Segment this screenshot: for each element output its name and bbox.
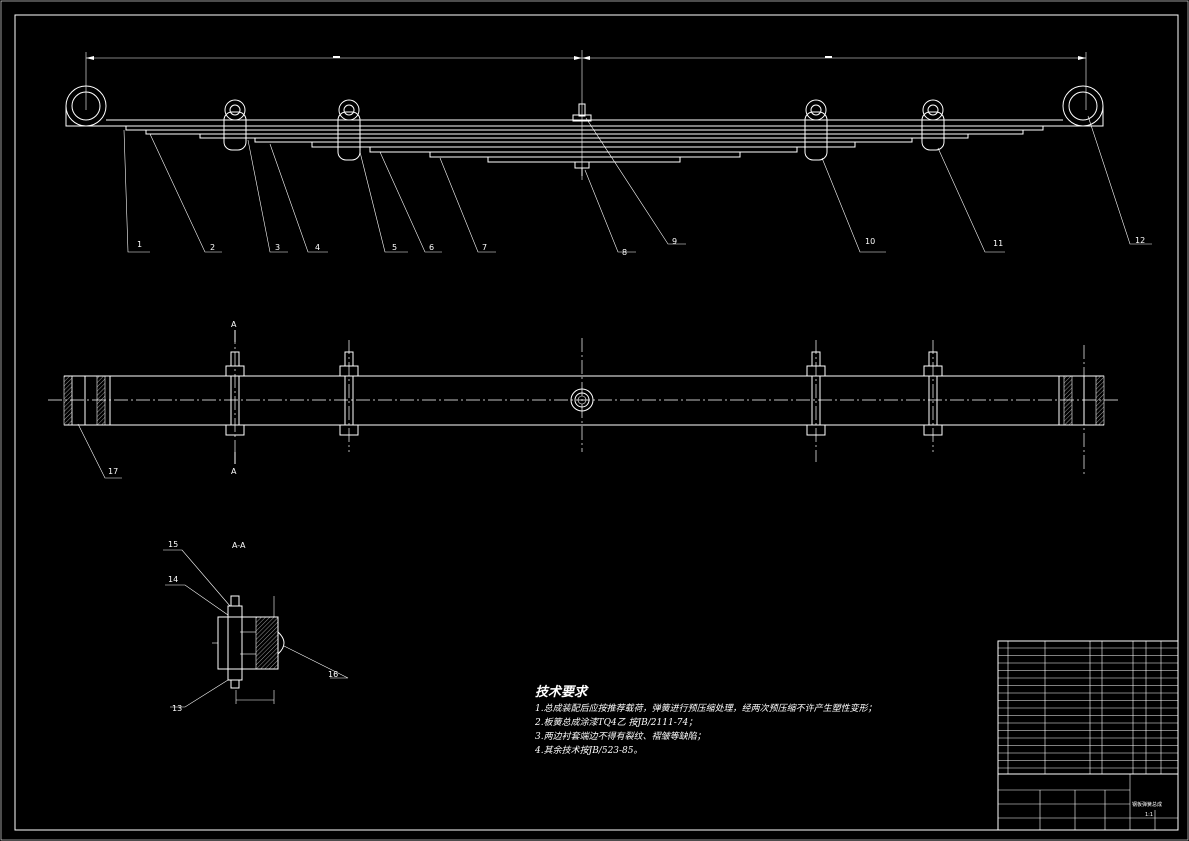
tech-note-3: 3.两边衬套端边不得有裂纹、褶皱等缺陷； xyxy=(535,731,706,742)
callout-14: 14 xyxy=(168,575,178,584)
tech-note-1: 1.总成装配后应按推荐载荷，弹簧进行预压缩处理，经两次预压缩不许产生塑性变形； xyxy=(535,703,877,714)
tech-note-4: 4.其余技术按JB/523-85。 xyxy=(534,745,643,756)
drawing-scale: 1:1 xyxy=(1145,812,1153,818)
drawing-title: 钢板弹簧总成 xyxy=(1132,801,1162,808)
spring-leaves xyxy=(106,119,1063,163)
callout-9: 9 xyxy=(672,237,677,246)
callout-1: 1 xyxy=(137,240,142,249)
section-marker-top: A xyxy=(231,320,237,329)
inner-frame xyxy=(14,14,1179,831)
tech-note-2: 2.板簧总成涂漆TQ4乙 按JB/2111-74； xyxy=(534,717,697,728)
title-block: 钢板弹簧总成 1:1 xyxy=(997,773,1179,831)
rebound-clip-2 xyxy=(337,99,361,161)
left-spring-eye xyxy=(65,85,107,127)
callout-16: 16 xyxy=(328,670,338,679)
plan-clip-2 xyxy=(339,340,359,452)
technical-requirements: 技术要求 1.总成装配后应按推荐载荷，弹簧进行预压缩处理，经两次预压缩不许产生塑… xyxy=(534,684,877,756)
section-title: A-A xyxy=(232,541,246,550)
plan-clip-1 xyxy=(225,330,245,462)
callout-6: 6 xyxy=(429,243,434,252)
callout-11: 11 xyxy=(993,239,1003,248)
callout-13: 13 xyxy=(172,704,182,713)
right-spring-eye xyxy=(1062,85,1104,127)
callout-2: 2 xyxy=(210,243,215,252)
callout-3: 3 xyxy=(275,243,280,252)
callout-5: 5 xyxy=(392,243,397,252)
callout-10: 10 xyxy=(865,237,875,246)
rebound-clip-1 xyxy=(223,99,247,151)
center-bolt xyxy=(572,103,592,176)
tech-notes-title: 技术要求 xyxy=(535,684,589,700)
section-a-a-view: A-A 15 14 13 16 xyxy=(163,540,349,713)
plan-view: A A 17 xyxy=(48,320,1120,479)
elevation-view: 1 2 3 4 5 6 7 8 9 10 11 12 xyxy=(65,50,1152,257)
rebound-clip-4 xyxy=(921,99,945,151)
callout-12: 12 xyxy=(1135,236,1145,245)
parts-list xyxy=(997,640,1179,775)
callout-4: 4 xyxy=(315,243,320,252)
callout-17: 17 xyxy=(108,467,118,476)
leader-lines-top xyxy=(123,115,1152,253)
rebound-clip-3 xyxy=(804,99,828,161)
callout-15: 15 xyxy=(168,540,178,549)
plan-clip-3 xyxy=(806,340,826,462)
plan-clip-4 xyxy=(923,340,943,452)
callout-8: 8 xyxy=(622,248,627,257)
callout-7: 7 xyxy=(482,243,487,252)
section-marker-bottom: A xyxy=(231,467,237,476)
